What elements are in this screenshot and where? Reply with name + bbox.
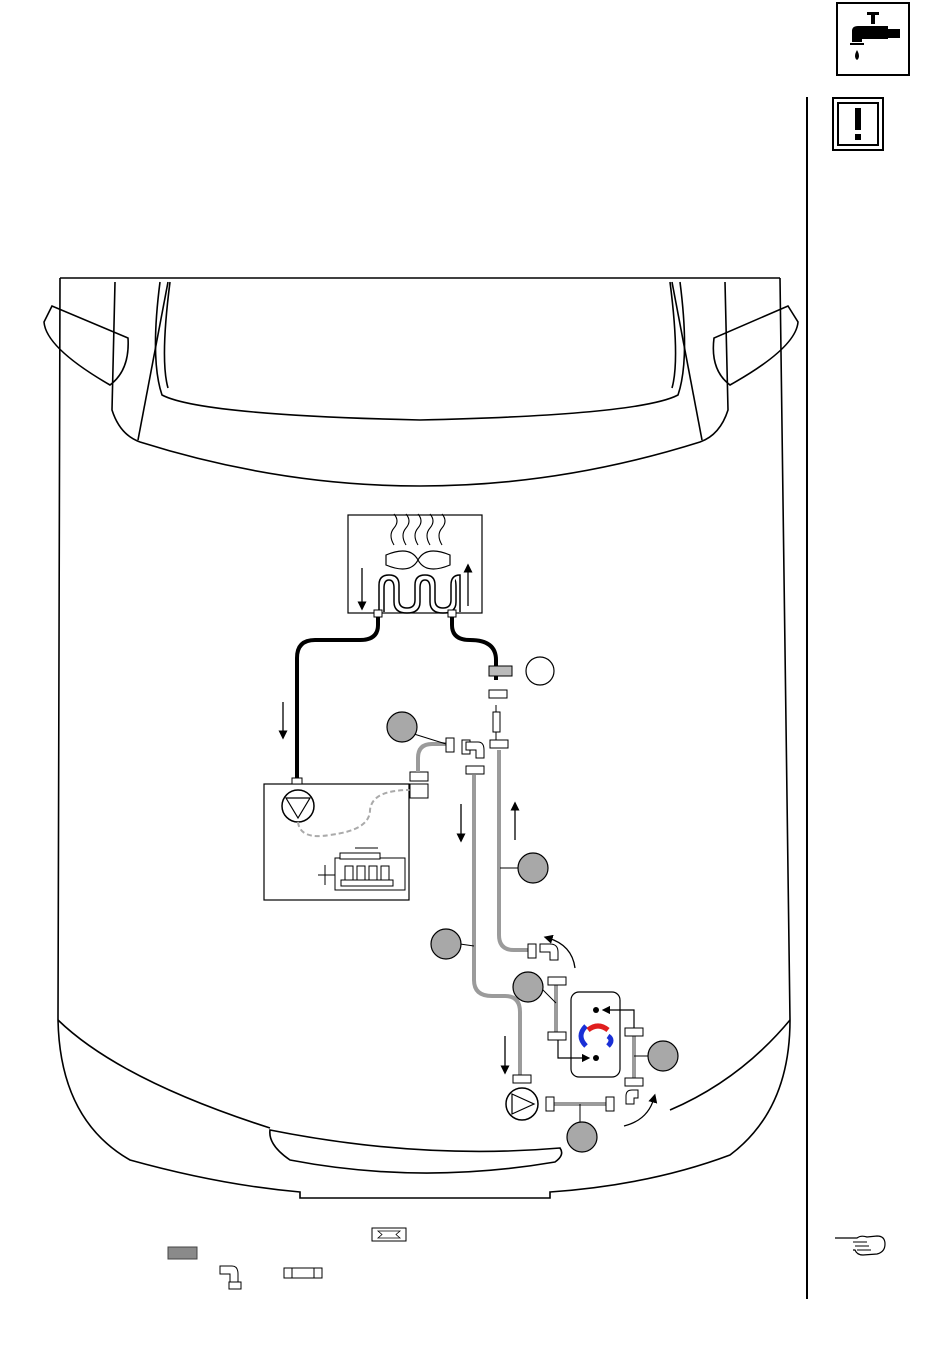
callout-supply-line [431,929,461,959]
connector-strip [489,666,512,676]
elbow-connector-icon [220,1266,241,1289]
heater-core-radiator [348,514,482,613]
auxiliary-water-pump [506,1088,538,1120]
callout-top-right [526,657,554,685]
callout-exchanger-in [513,972,543,1002]
legend [168,1228,406,1289]
heat-exchanger-unit [558,992,634,1077]
engine-coolant-pump-box [264,778,410,900]
callout-exchanger-out [648,1041,678,1071]
connector-strip-icon [168,1247,197,1259]
callout-return-line [518,853,548,883]
straight-connector-icon [284,1268,322,1278]
black-hose-left [297,614,378,780]
callout-pump-out [567,1122,597,1152]
car-top-view-outline [44,278,798,1198]
gray-hose-upper [418,744,446,772]
hose-clamp-icon [372,1228,406,1241]
callout-upper-left [387,712,417,742]
gray-hose-return [499,750,528,950]
